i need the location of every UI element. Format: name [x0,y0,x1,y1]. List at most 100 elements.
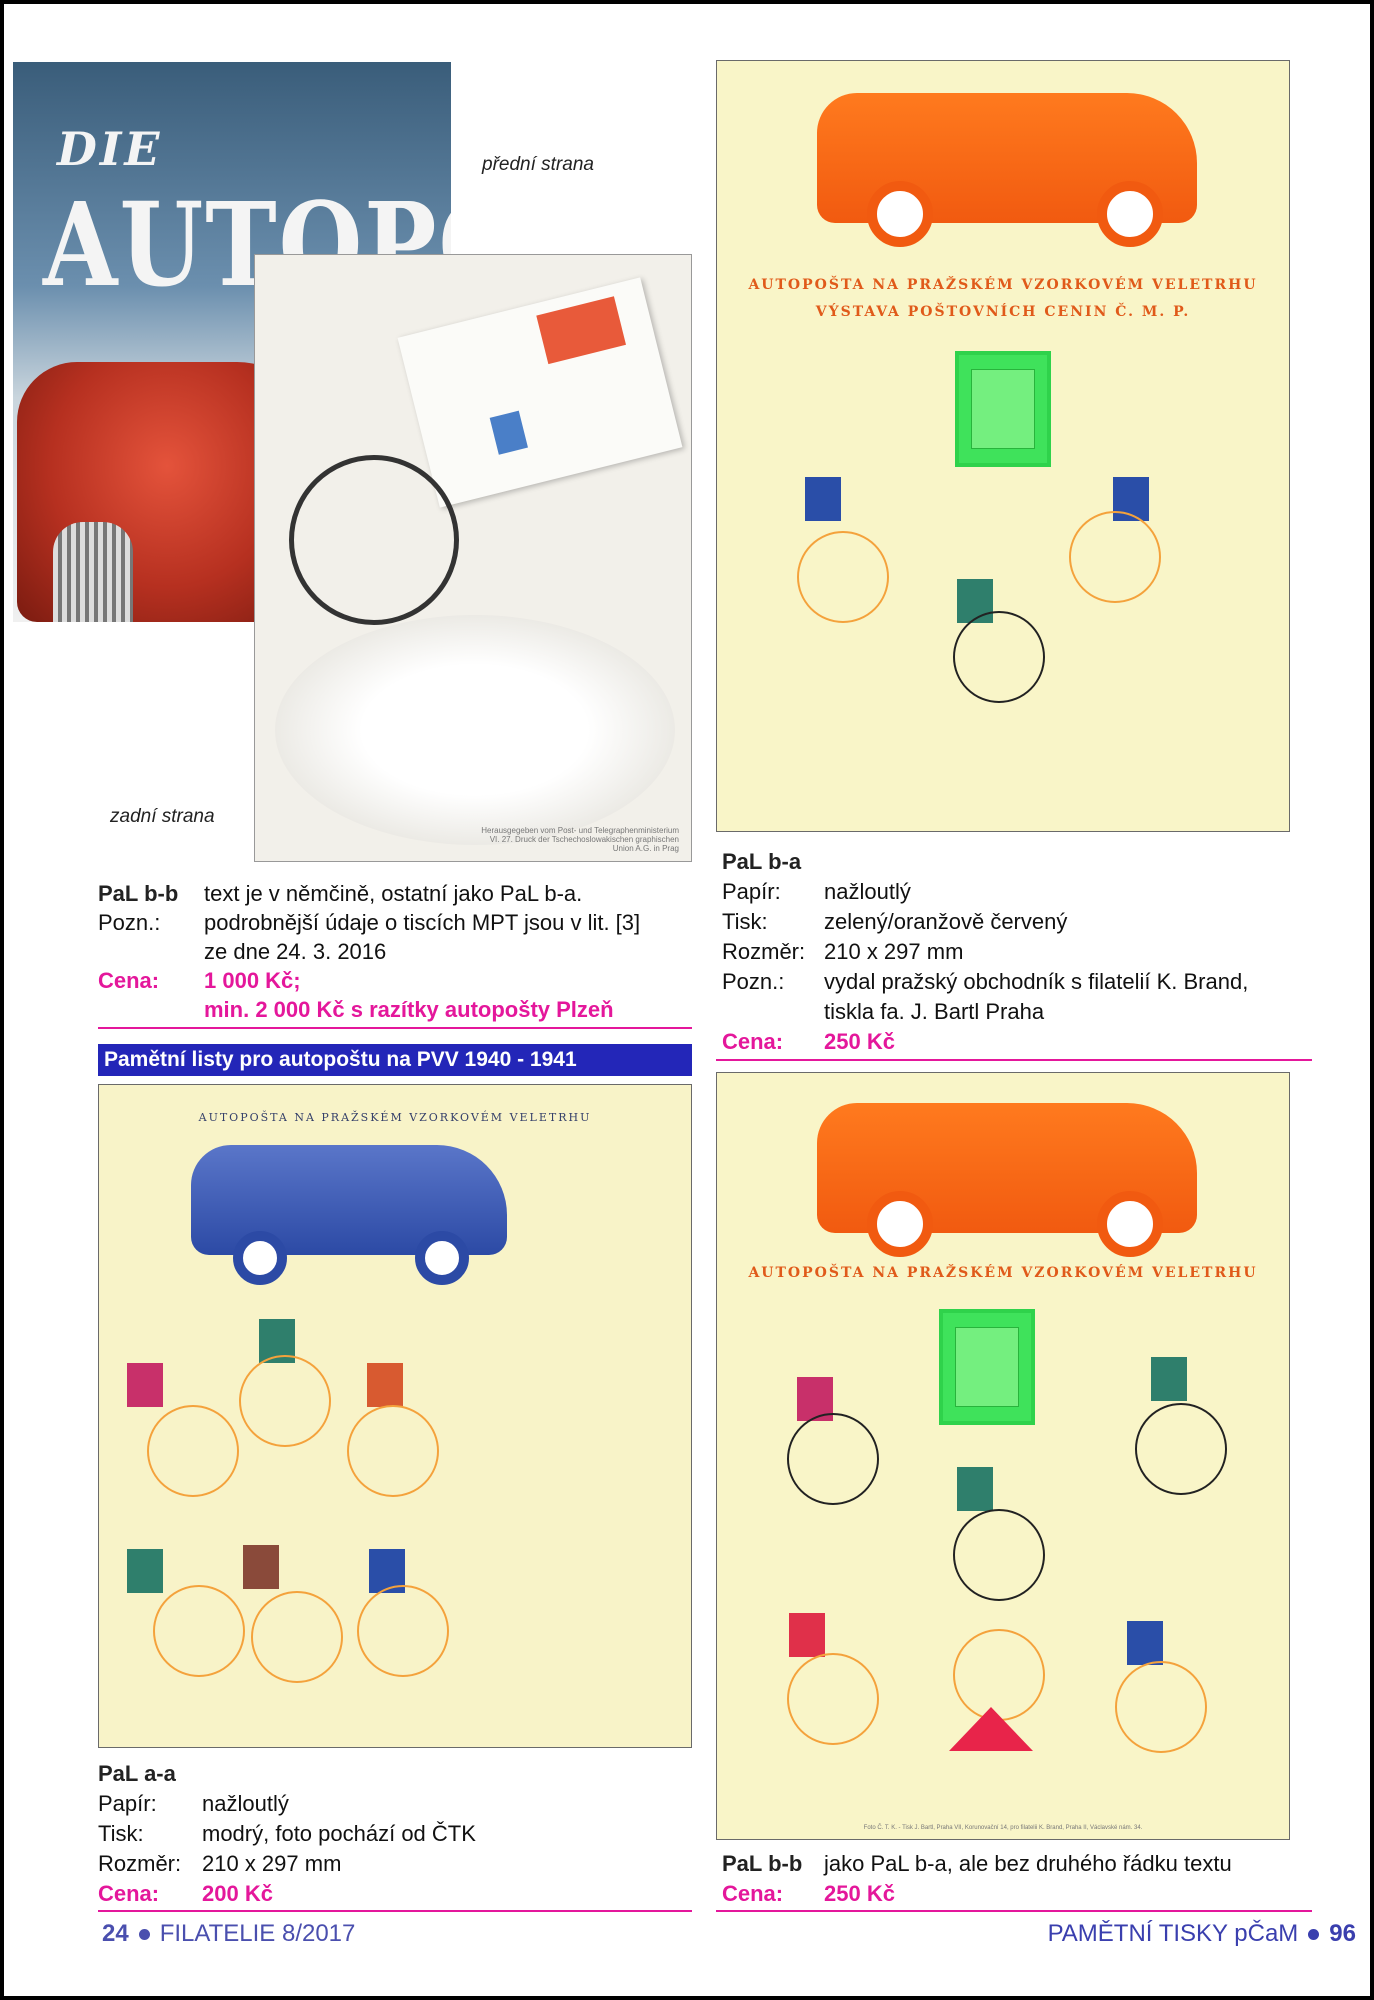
pal-aa-rozmer-value: 210 x 297 mm [202,1851,342,1876]
blue-stamp-bottom-right [1127,1621,1163,1665]
pal-ba-tisk-label: Tisk: [722,909,768,934]
pal-bb-right-cena: Cena: 250 Kč [722,1882,895,1906]
poster-back-small-print: Herausgegeben vom Post- und Telegraphenm… [481,826,679,853]
postmark-bottom-left [787,1653,879,1745]
postmark-left [147,1405,239,1497]
postmark-bottom-right [357,1585,449,1677]
pal-bb-left-cena-label: Cena: [98,968,160,993]
pal-bb-left-text: text je v němčině, ostatní jako PaL b-a. [204,881,583,906]
pal-ba-rozmer: Rozměr: 210 x 297 mm [722,939,963,964]
pal-aa-cena-label: Cena: [98,1881,160,1906]
pal-ba-code: PaL b-a [722,849,802,874]
pal-ba-tisk: Tisk: zelený/oranžově červený [722,909,1067,934]
exhibition-ground-illustration [275,615,675,845]
postmark-bottom-right [1115,1661,1207,1753]
section-name: PAMĚTNÍ TISKY pČaM [1047,1920,1299,1947]
pal-bb-left-pozn-line1: podrobnější údaje o tiscích MPT jsou v l… [204,910,641,935]
teal-stamp-bottom-left [127,1549,163,1593]
pal-bb-right-code: PaL b-b [722,1851,803,1876]
pal-ba-papir: Papír: nažloutlý [722,879,911,904]
bus-wheel-rear [415,1231,469,1285]
poster-title-small: DIE [57,122,163,176]
magazine-page: DIE AUTOPOST přední strana Herausgegeben… [4,4,1370,1996]
pal-bb-left-line: PaL b-b text je v němčině, ostatní jako … [98,881,582,906]
pal-aa-tisk-value: modrý, foto pochází od ČTK [202,1821,476,1846]
pal-bb-right-line: PaL b-b jako PaL b-a, ale bez druhého řá… [722,1851,1232,1876]
bus-wheel-front [867,181,933,247]
pal-aa-cena: Cena: 200 Kč [98,1881,273,1906]
red-stamp-illustration [536,296,627,365]
bullet-icon [1308,1929,1320,1941]
pal-ba-pozn: Pozn.: vydal pražský obchodník s filatel… [722,969,1248,994]
red-stamp-right [367,1363,403,1407]
divider-rule [716,1059,1312,1061]
magenta-stamp-left [127,1363,163,1407]
footer-left: 24 FILATELIE 8/2017 [102,1920,355,1948]
pal-aa-rozmer: Rozměr: 210 x 297 mm [98,1851,341,1876]
pal-ba-rozmer-label: Rozměr: [722,939,806,964]
pal-ba-pozn-line2: tiskla fa. J. Bartl Praha [824,999,1045,1024]
sheet-ba-line2: VÝSTAVA POŠTOVNÍCH CENIN Č. M. P. [815,304,1191,320]
caption-back: zadní strana [110,806,215,827]
pal-bb-left-code: PaL b-b [98,881,179,906]
magazine-name: FILATELIE 8/2017 [159,1920,356,1947]
teal-stamp-right [1151,1357,1187,1401]
postmark-top [239,1355,331,1447]
postmark-bottom-center [251,1591,343,1683]
sheet-pal-aa-image: AUTOPOŠTA NA PRAŽSKÉM VZORKOVÉM VELETRHU [98,1084,692,1748]
sheet-pal-bb-image: AUTOPOŠTA NA PRAŽSKÉM VZORKOVÉM VELETRHU… [716,1072,1290,1840]
triangle-stamp [949,1707,1033,1751]
envelope-illustration [397,277,683,508]
pal-ba-cena: Cena: 250 Kč [722,1029,895,1054]
section-title-bar: Pamětní listy pro autopoštu na PVV 1940 … [98,1044,692,1076]
green-stamp-large [955,351,1051,467]
caption-front: přední strana [482,154,594,175]
red-stamp-bottom-left [789,1613,825,1657]
pal-ba-pozn-label: Pozn.: [722,969,785,994]
pal-aa-tisk-label: Tisk: [98,1821,144,1846]
pal-aa-papir: Papír: nažloutlý [98,1791,289,1816]
pal-bb-left-cena: Cena: 1 000 Kč; [98,968,301,993]
postmark-center-black [953,1509,1045,1601]
pal-bb-right-text: jako PaL b-a, ale bez druhého řádku text… [824,1851,1232,1876]
pal-bb-left-pozn: Pozn.: podrobnější údaje o tiscích MPT j… [98,910,640,935]
postmark-left [797,531,889,623]
pal-bb-left-cena-line2: min. 2 000 Kč s razítky autopošty Plzeň [204,997,614,1022]
divider-rule [98,1027,692,1029]
divider-rule [98,1910,692,1912]
pal-aa-rozmer-label: Rozměr: [98,1851,182,1876]
pal-ba-cena-label: Cena: [722,1029,784,1054]
pal-aa-papir-label: Papír: [98,1791,157,1816]
sheet-ba-line1: AUTOPOŠTA NA PRAŽSKÉM VZORKOVÉM VELETRHU [748,277,1258,293]
pal-aa-tisk: Tisk: modrý, foto pochází od ČTK [98,1821,476,1846]
page-number-right: 96 [1329,1920,1356,1947]
bus-wheel-rear [1097,181,1163,247]
pal-ba-cena-value: 250 Kč [824,1029,895,1054]
blue-stamp-illustration [489,410,528,455]
bus-wheel-front [233,1231,287,1285]
postmark-center-black [953,611,1045,703]
teal-stamp-center [957,1467,993,1511]
pal-bb-left-pozn-label: Pozn.: [98,910,161,935]
postmark-left-black [787,1413,879,1505]
pal-bb-left-cena-line1: 1 000 Kč; [204,968,301,993]
sheet-bb-footnote: Foto Č. T. K. - Tisk J. Bartl, Praha VII… [863,1825,1143,1831]
pal-aa-papir-value: nažloutlý [202,1791,289,1816]
pal-aa-code: PaL a-a [98,1761,176,1786]
pal-ba-papir-value: nažloutlý [824,879,911,904]
sheet-pal-ba-image: AUTOPOŠTA NA PRAŽSKÉM VZORKOVÉM VELETRHU… [716,60,1290,832]
page-number-left: 24 [102,1920,129,1947]
pal-ba-papir-label: Papír: [722,879,781,904]
pal-bb-left-pozn-line2: ze dne 24. 3. 2016 [204,939,387,964]
truck-grille-illustration [53,522,133,622]
pal-ba-pozn-line1: vydal pražský obchodník s filatelií K. B… [824,969,1249,994]
sheet-aa-line1: AUTOPOŠTA NA PRAŽSKÉM VZORKOVÉM VELETRHU [198,1111,592,1124]
postmark-right [347,1405,439,1497]
bus-wheel-rear [1097,1191,1163,1257]
postmark-right-black [1135,1403,1227,1495]
bullet-icon [138,1929,150,1941]
sheet-bb-line1: AUTOPOŠTA NA PRAŽSKÉM VZORKOVÉM VELETRHU [748,1265,1258,1281]
steering-wheel-illustration [289,455,459,625]
green-stamp-large [939,1309,1035,1425]
bus-wheel-front [867,1191,933,1257]
